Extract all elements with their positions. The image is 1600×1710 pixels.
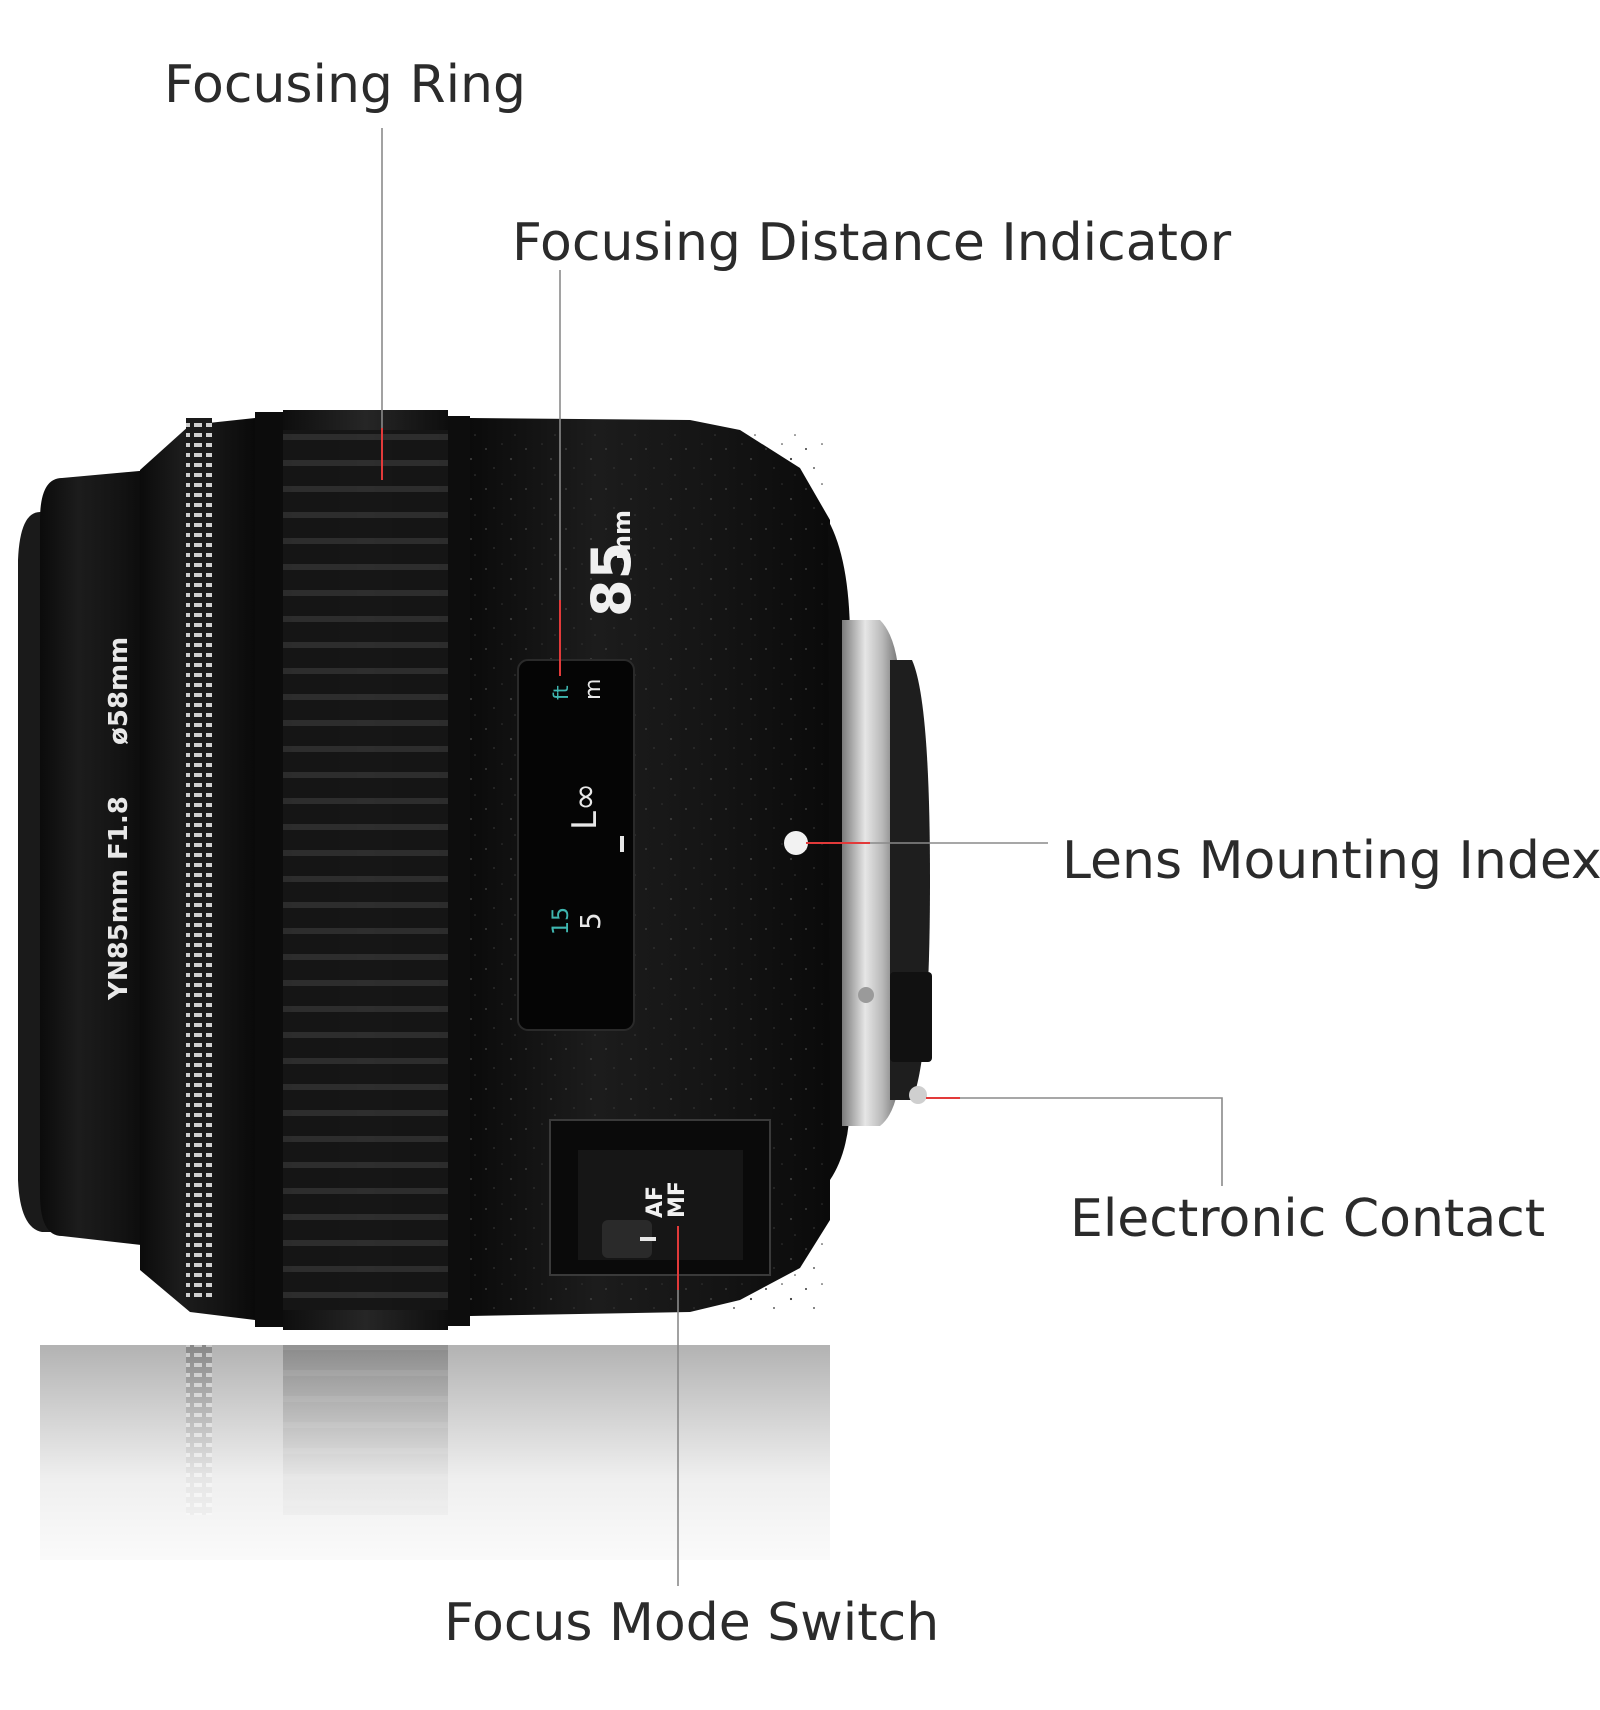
focal-length-marking: 85 [580,542,643,617]
callout-focus-mode-switch: Focus Mode Switch [444,1226,939,1653]
ring-rear-edge [448,416,470,1326]
bayonet-mount [842,620,900,1126]
ring-base [255,412,285,1327]
callouts: Focusing Ring Focusing Distance Indicato… [164,55,1600,1653]
contact-block [890,972,932,1062]
label-lens-mounting-index: Lens Mounting Index [1062,831,1600,891]
lens-body [18,410,932,1330]
label-focusing-distance-indicator: Focusing Distance Indicator [512,213,1232,273]
leader-electronic-contact [960,1097,1223,1186]
switch-af-label: AF [643,1186,668,1218]
scale-15: 15 [549,907,574,935]
knurl-band [186,418,212,1298]
focal-unit-marking: mm [608,510,636,560]
switch-slider-mark [640,1237,656,1241]
lens-reflection [0,1335,1600,1595]
lens-markings: YN85mm F1.8 ø58mm 85 mm ft m L∞ 15 5 AF … [104,510,690,1218]
label-focus-mode-switch: Focus Mode Switch [444,1593,939,1653]
front-barrel [40,470,150,1246]
scale-ft: ft [549,685,573,700]
label-electronic-contact: Electronic Contact [1070,1189,1545,1249]
callout-focusing-distance-indicator: Focusing Distance Indicator [512,213,1232,676]
electronic-contact-pin [909,1086,927,1104]
scale-infinity: L∞ [565,783,605,830]
callout-electronic-contact: Electronic Contact [926,1097,1545,1249]
model-marking: YN85mm F1.8 [104,796,134,1001]
scale-m: m [581,679,606,700]
distance-window [517,659,635,1031]
label-focusing-ring: Focusing Ring [164,55,526,115]
scale-index-line [620,836,624,852]
callout-focusing-ring: Focusing Ring [164,55,526,480]
mounting-index-dot [784,831,808,855]
focusing-ring-grip [283,430,448,1310]
switch-slider [602,1220,652,1258]
switch-mf-label: MF [665,1181,690,1218]
mount-screw [858,987,874,1003]
scale-5: 5 [574,912,607,930]
filter-marking: ø58mm [104,637,134,745]
callout-lens-mounting-index: Lens Mounting Index [806,831,1600,891]
